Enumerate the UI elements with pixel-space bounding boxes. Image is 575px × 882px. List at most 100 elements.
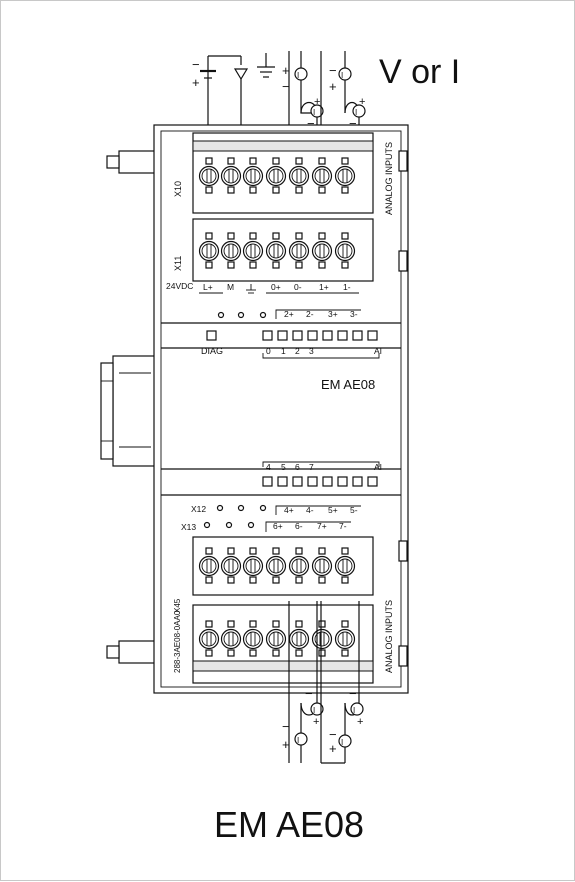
terminal-screw (334, 547, 356, 584)
din-bracket (112, 355, 159, 467)
terminal-screw (220, 232, 242, 269)
status-dots-bottom (203, 504, 267, 529)
terminal-label: 5+ (328, 505, 338, 515)
led-label: 2 (295, 346, 300, 356)
svg-text:I: I (341, 71, 343, 80)
x11-label: X11 (173, 256, 183, 271)
sensor-6-icon (294, 732, 308, 746)
terminal-screw (198, 232, 220, 269)
terminal-label: 2- (306, 309, 314, 319)
svg-text:+: + (282, 63, 290, 78)
channel-led (262, 330, 273, 341)
power-terminal-label: 1+ (319, 282, 329, 292)
terminal-label: 7+ (317, 521, 327, 531)
svg-text:−: − (349, 116, 357, 131)
analog-inputs-label-bottom: ANALOG INPUTS (384, 600, 394, 673)
svg-text:−: − (282, 719, 290, 734)
power-terminal-label: 0- (294, 282, 302, 292)
svg-text:−: − (329, 63, 337, 78)
terminal-screw (198, 547, 220, 584)
power-terminal-label: L+ (203, 282, 213, 292)
led-row-top (262, 330, 378, 341)
x12-label: X12 (191, 504, 206, 514)
diag-label: DIAG (201, 346, 223, 356)
channel-led (307, 330, 318, 341)
x10-label: X10 (173, 181, 183, 197)
svg-text:+: + (359, 96, 365, 108)
terminal-screw (242, 620, 264, 657)
power-terminal-label: M (227, 282, 234, 292)
terminal-screw (220, 157, 242, 194)
channel-led (352, 330, 363, 341)
terminal-screw (334, 232, 356, 269)
terminal-label: 3- (350, 309, 358, 319)
svg-text:−: − (305, 686, 313, 701)
svg-text:−: − (282, 79, 290, 94)
terminal-screw (220, 620, 242, 657)
terminal-screw (198, 157, 220, 194)
sensor-7-icon (338, 734, 352, 748)
terminal-block-x10 (192, 132, 374, 214)
status-dots-top (217, 311, 267, 319)
channel-led (352, 476, 363, 487)
channel-led (292, 330, 303, 341)
model-caption: EM AE08 (214, 804, 364, 845)
channel-led (307, 476, 318, 487)
svg-text:−: − (329, 727, 337, 742)
sensor-0-icon (294, 67, 308, 81)
terminal-screw (242, 547, 264, 584)
terminal-screw (334, 157, 356, 194)
terminal-label: 7- (339, 521, 347, 531)
led-label: 4 (266, 462, 271, 472)
terminal-block-x11 (192, 218, 374, 282)
analog-inputs-label-top: ANALOG INPUTS (384, 142, 394, 215)
signal-ground-icon (233, 68, 249, 81)
mode-label: V or I (379, 53, 460, 91)
svg-text:I: I (313, 108, 315, 117)
terminal-screw (265, 620, 287, 657)
svg-text:+: + (329, 741, 337, 756)
led-label: 1 (281, 346, 286, 356)
led-label: 6 (295, 462, 300, 472)
terminal-screw (242, 232, 264, 269)
svg-text:I: I (353, 706, 355, 715)
x13-label: X13 (181, 522, 196, 532)
channel-6-7-labels: 6+ 6- 7+ 7- (273, 521, 347, 531)
channel-led (367, 476, 378, 487)
bottom-sensor-wiring: I − + I − + I − + I − + (282, 601, 364, 764)
led-label: 7 (309, 462, 314, 472)
svg-text:I: I (297, 736, 299, 745)
terminal-label: 5- (350, 505, 358, 515)
terminal-screw (311, 232, 333, 269)
terminal-screw (288, 232, 310, 269)
channel-led (277, 330, 288, 341)
terminal-label: 6+ (273, 521, 283, 531)
terminal-screw (311, 157, 333, 194)
terminal-label: 6- (295, 521, 303, 531)
svg-text:+: + (314, 96, 320, 108)
svg-text:+: + (357, 716, 363, 728)
terminal-label: 4+ (284, 505, 294, 515)
order-number: 288-3AE08-0AA0 (173, 610, 182, 673)
svg-text:+: + (313, 716, 319, 728)
led-label: 5 (281, 462, 286, 472)
terminal-screw (198, 620, 220, 657)
terminal-screw (265, 157, 287, 194)
channel-led (277, 476, 288, 487)
channel-led (337, 476, 348, 487)
channel-4-5-labels: 4+4-5+5- (284, 505, 358, 515)
svg-text:−: − (307, 116, 315, 131)
channel-led (322, 330, 333, 341)
svg-text:I: I (341, 738, 343, 747)
terminal-screw (265, 232, 287, 269)
terminal-screw (220, 547, 242, 584)
svg-text:I: I (297, 71, 299, 80)
channel-led (337, 330, 348, 341)
svg-text:−: − (349, 686, 357, 701)
terminal-screw (288, 620, 310, 657)
power-terminal-label: 0+ (271, 282, 281, 292)
din-rail-clips (100, 150, 160, 664)
